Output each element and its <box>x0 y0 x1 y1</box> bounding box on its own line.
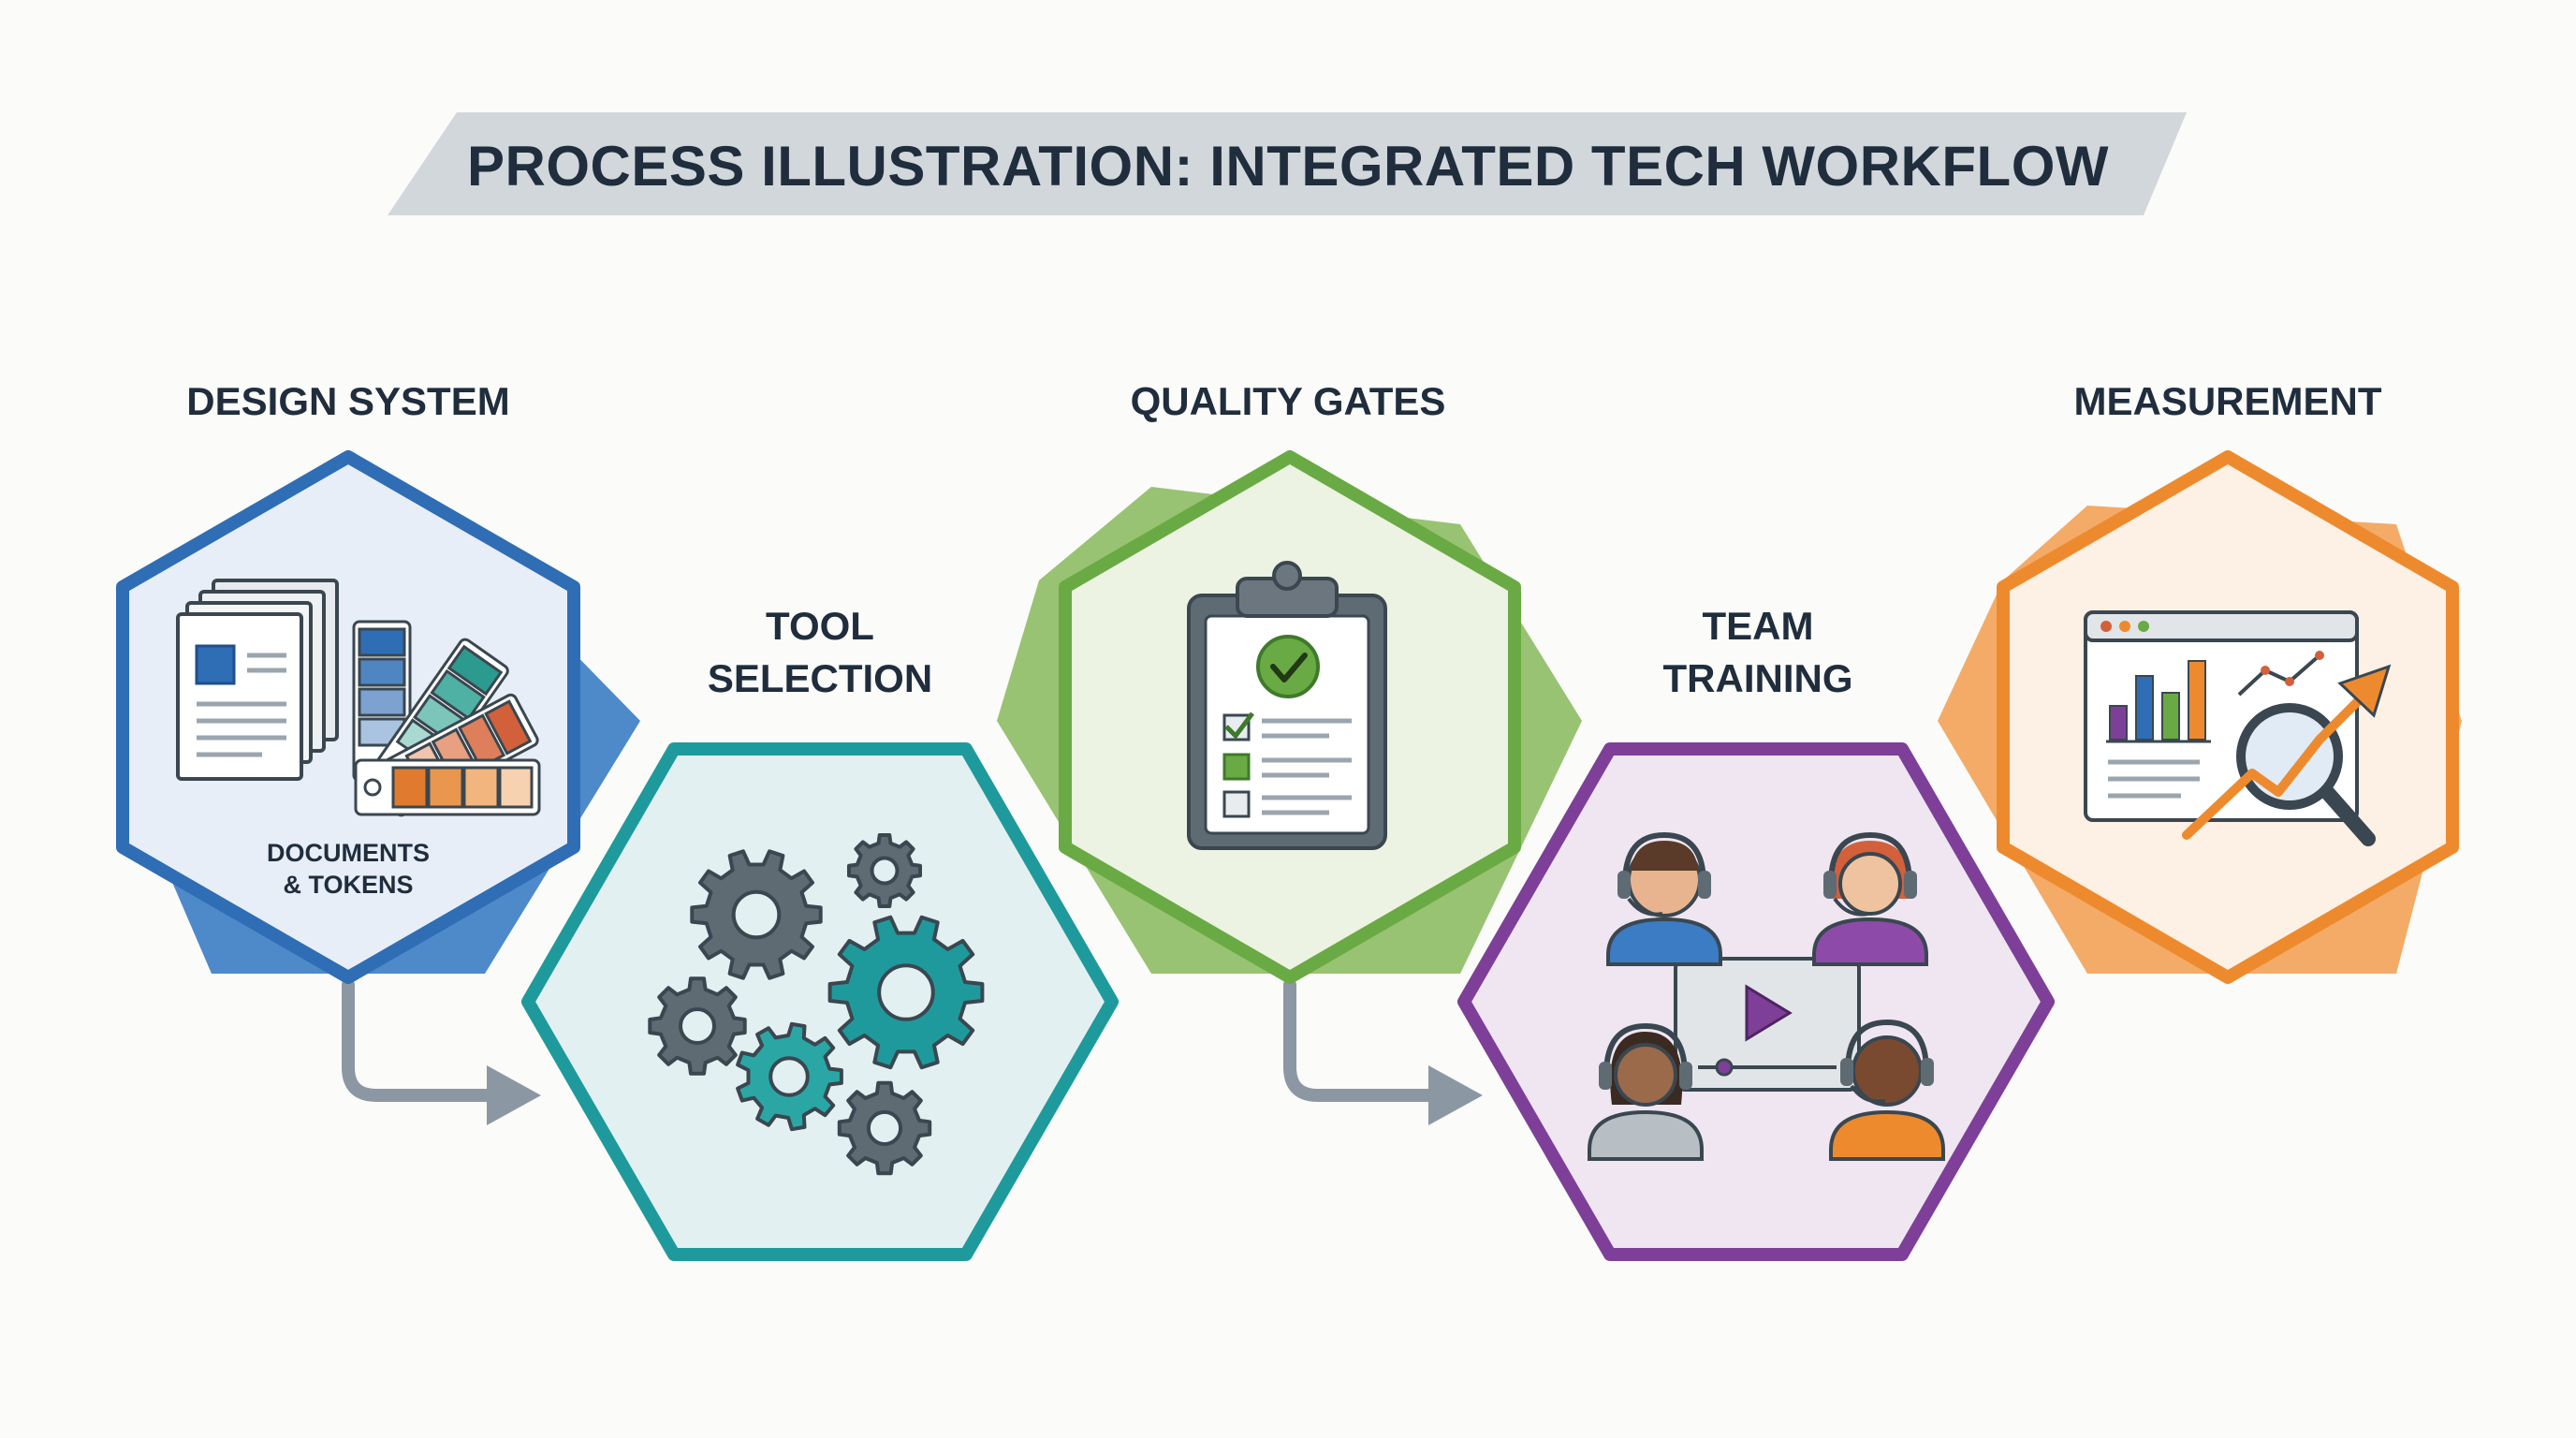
arrow-right-icon <box>1428 1065 1483 1125</box>
trainee-avatar-icon <box>1588 1022 1704 1161</box>
gear-icon <box>690 849 823 980</box>
page-title: PROCESS ILLUSTRATION: INTEGRATED TECH WO… <box>467 135 2109 198</box>
analytics-dashboard-icon <box>2084 610 2392 846</box>
play-icon <box>1745 984 1793 1042</box>
gear-icon <box>847 833 922 908</box>
trainee-avatar-icon <box>1606 831 1722 966</box>
title-banner: PROCESS ILLUSTRATION: INTEGRATED TECH WO… <box>388 112 2187 215</box>
stage-label: QUALITY GATES <box>1131 379 1446 423</box>
gear-icon <box>736 1021 843 1132</box>
clipboard-checklist-icon <box>1187 561 1387 850</box>
title-banner-shape <box>388 112 2187 215</box>
stage-design-system: DESIGN SYSTEM <box>116 379 640 984</box>
stage-quality-gates: QUALITY GATES <box>997 379 1582 984</box>
stage-sublabel: DOCUMENTS& TOKENS <box>267 839 430 899</box>
stage-label: MEASUREMENT <box>2073 379 2381 423</box>
gear-icon <box>827 915 985 1070</box>
documents-swatches-icon <box>176 579 541 817</box>
arrow-right-icon <box>487 1065 541 1125</box>
team-video-training-icon <box>1588 831 1945 1161</box>
stage-label: DESIGN SYSTEM <box>186 379 509 423</box>
trend-arrow-icon <box>2182 696 2364 840</box>
gear-icon <box>648 976 747 1076</box>
gears-icon <box>648 833 985 1176</box>
trainee-avatar-icon <box>1812 831 1928 966</box>
gear-icon <box>837 1080 932 1176</box>
stage-measurement: MEASUREMENT <box>1938 379 2462 984</box>
connector-design-to-tool <box>342 978 541 1125</box>
connector-quality-to-team <box>1283 978 1483 1125</box>
connector-line <box>1283 978 1444 1102</box>
trainee-avatar-icon <box>1829 1019 1945 1161</box>
hexagon-shape <box>521 742 1119 1261</box>
connector-line <box>342 978 503 1102</box>
